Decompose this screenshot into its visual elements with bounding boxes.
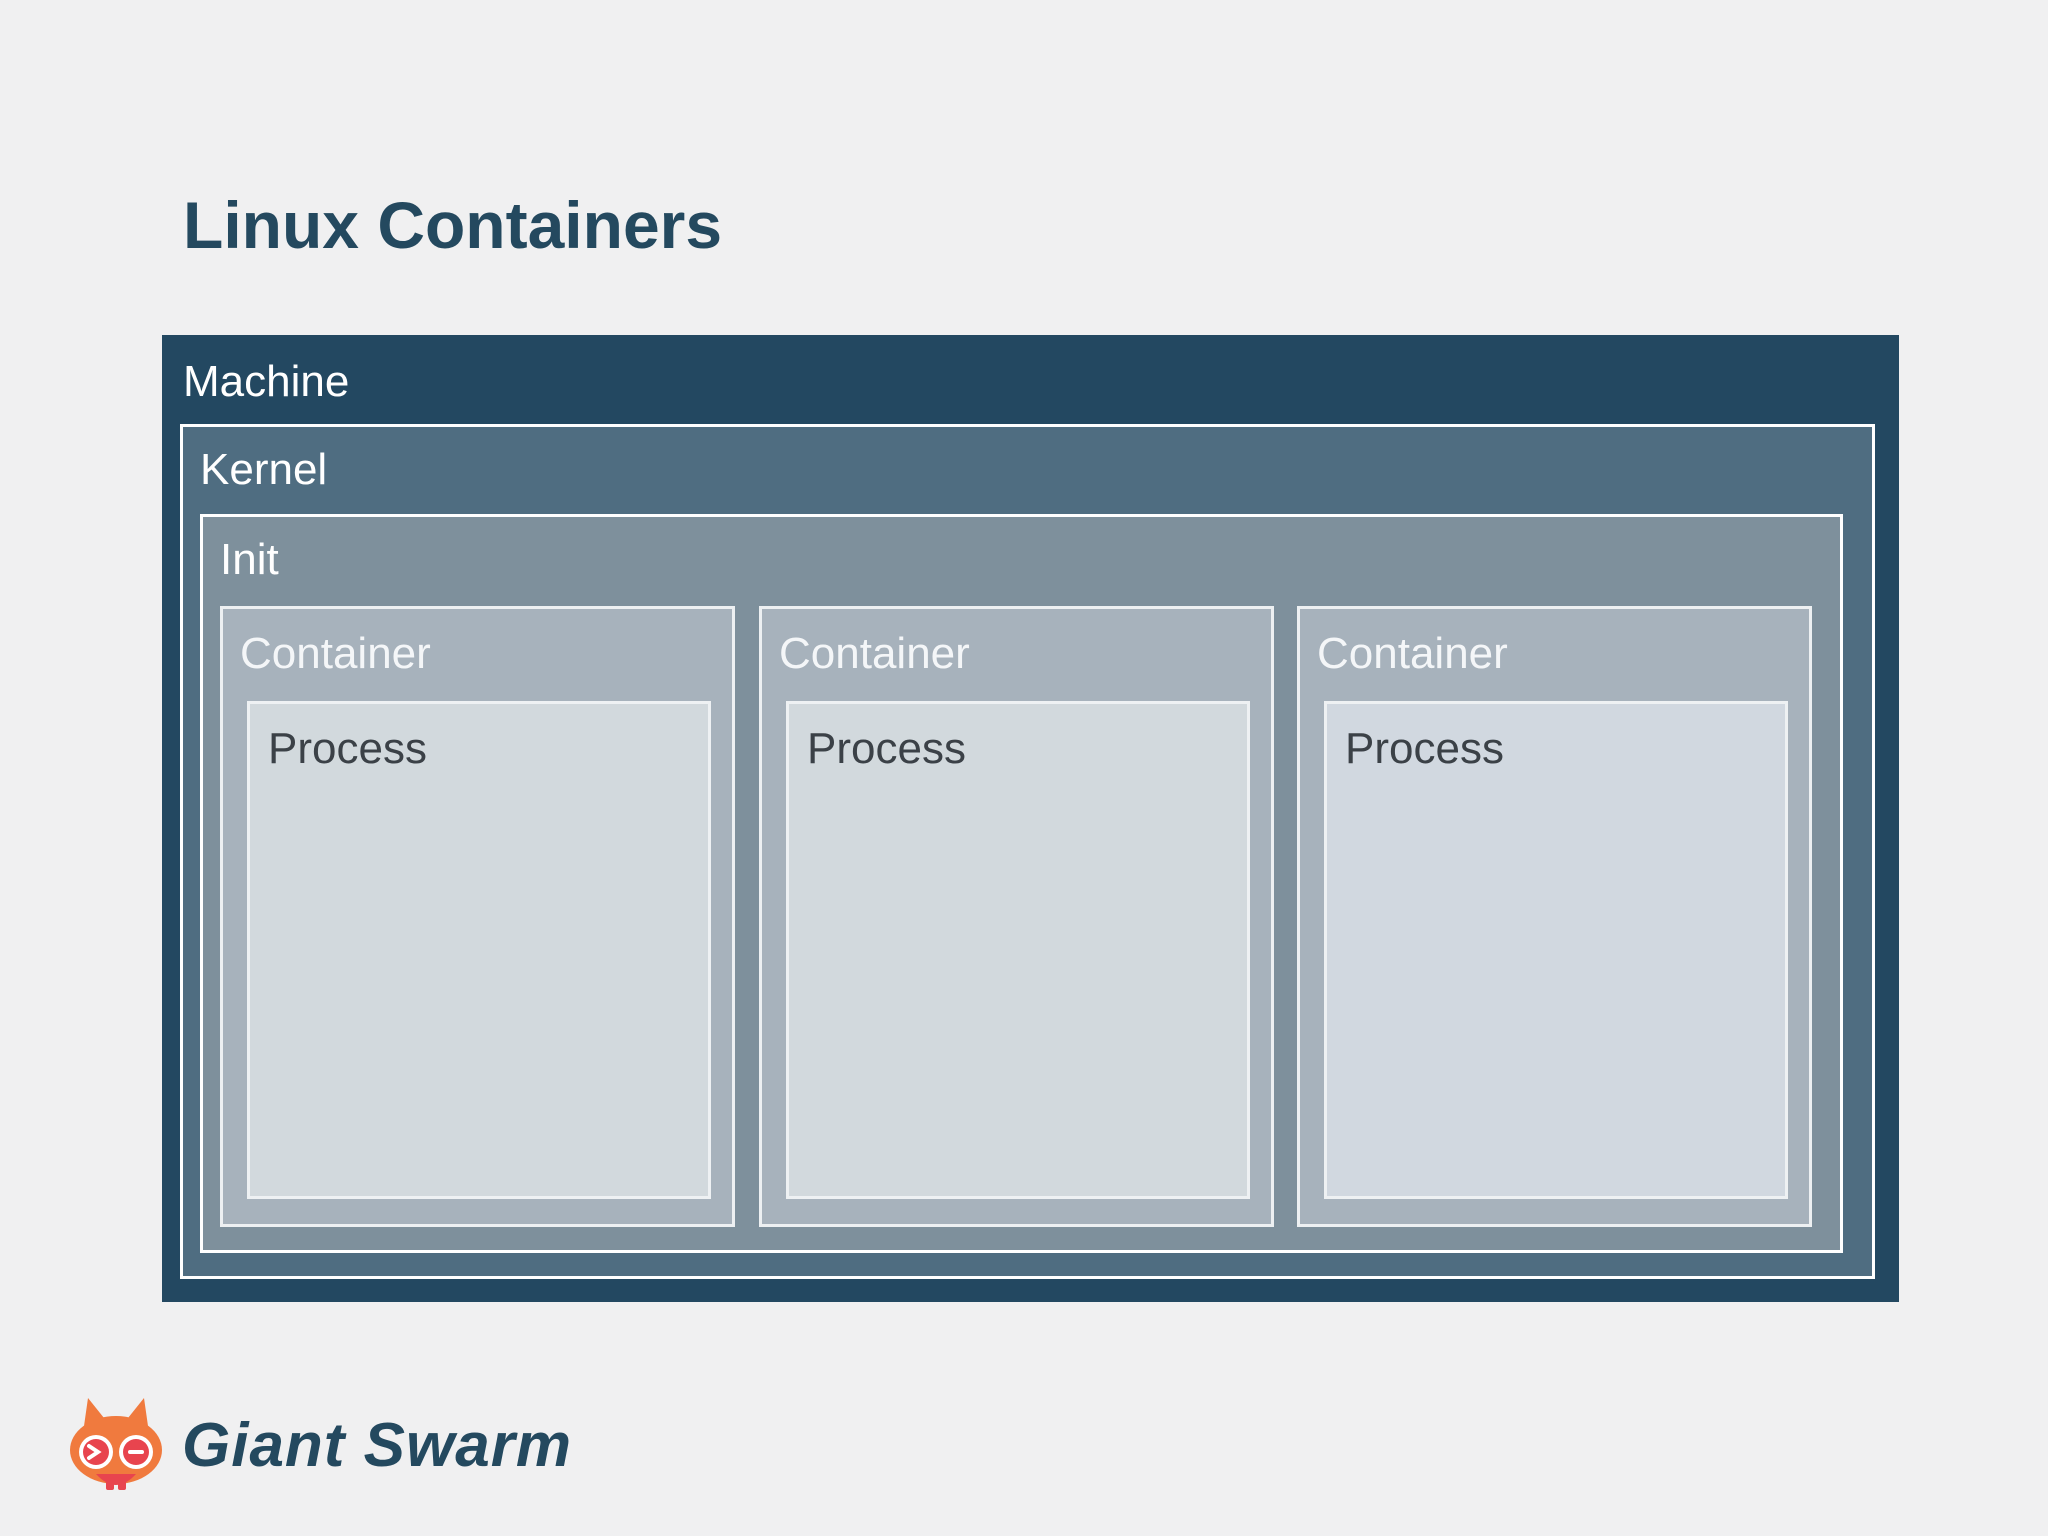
init-label: Init	[220, 535, 279, 584]
container-label: Container	[240, 629, 431, 678]
page-title: Linux Containers	[183, 188, 723, 262]
ant-head-icon	[70, 1398, 162, 1490]
machine-box: Machine Kernel Init Container Process Co…	[162, 335, 1899, 1302]
container-box-2: Container Process	[759, 606, 1274, 1227]
container-box-3: Container Process	[1297, 606, 1812, 1227]
process-label: Process	[807, 724, 966, 773]
giant-swarm-logo: Giant Swarm	[64, 1396, 572, 1496]
container-label: Container	[779, 629, 970, 678]
kernel-label: Kernel	[200, 445, 328, 494]
kernel-box: Kernel Init Container Process Container …	[180, 424, 1875, 1279]
process-box-3: Process	[1324, 701, 1788, 1199]
machine-label: Machine	[183, 357, 350, 406]
process-box-1: Process	[247, 701, 711, 1199]
process-box-2: Process	[786, 701, 1250, 1199]
container-label: Container	[1317, 629, 1508, 678]
logo-text: Giant Swarm	[182, 1411, 572, 1480]
process-label: Process	[1345, 724, 1504, 773]
process-label: Process	[268, 724, 427, 773]
container-box-1: Container Process	[220, 606, 735, 1227]
init-box: Init Container Process Container Process…	[200, 514, 1843, 1253]
